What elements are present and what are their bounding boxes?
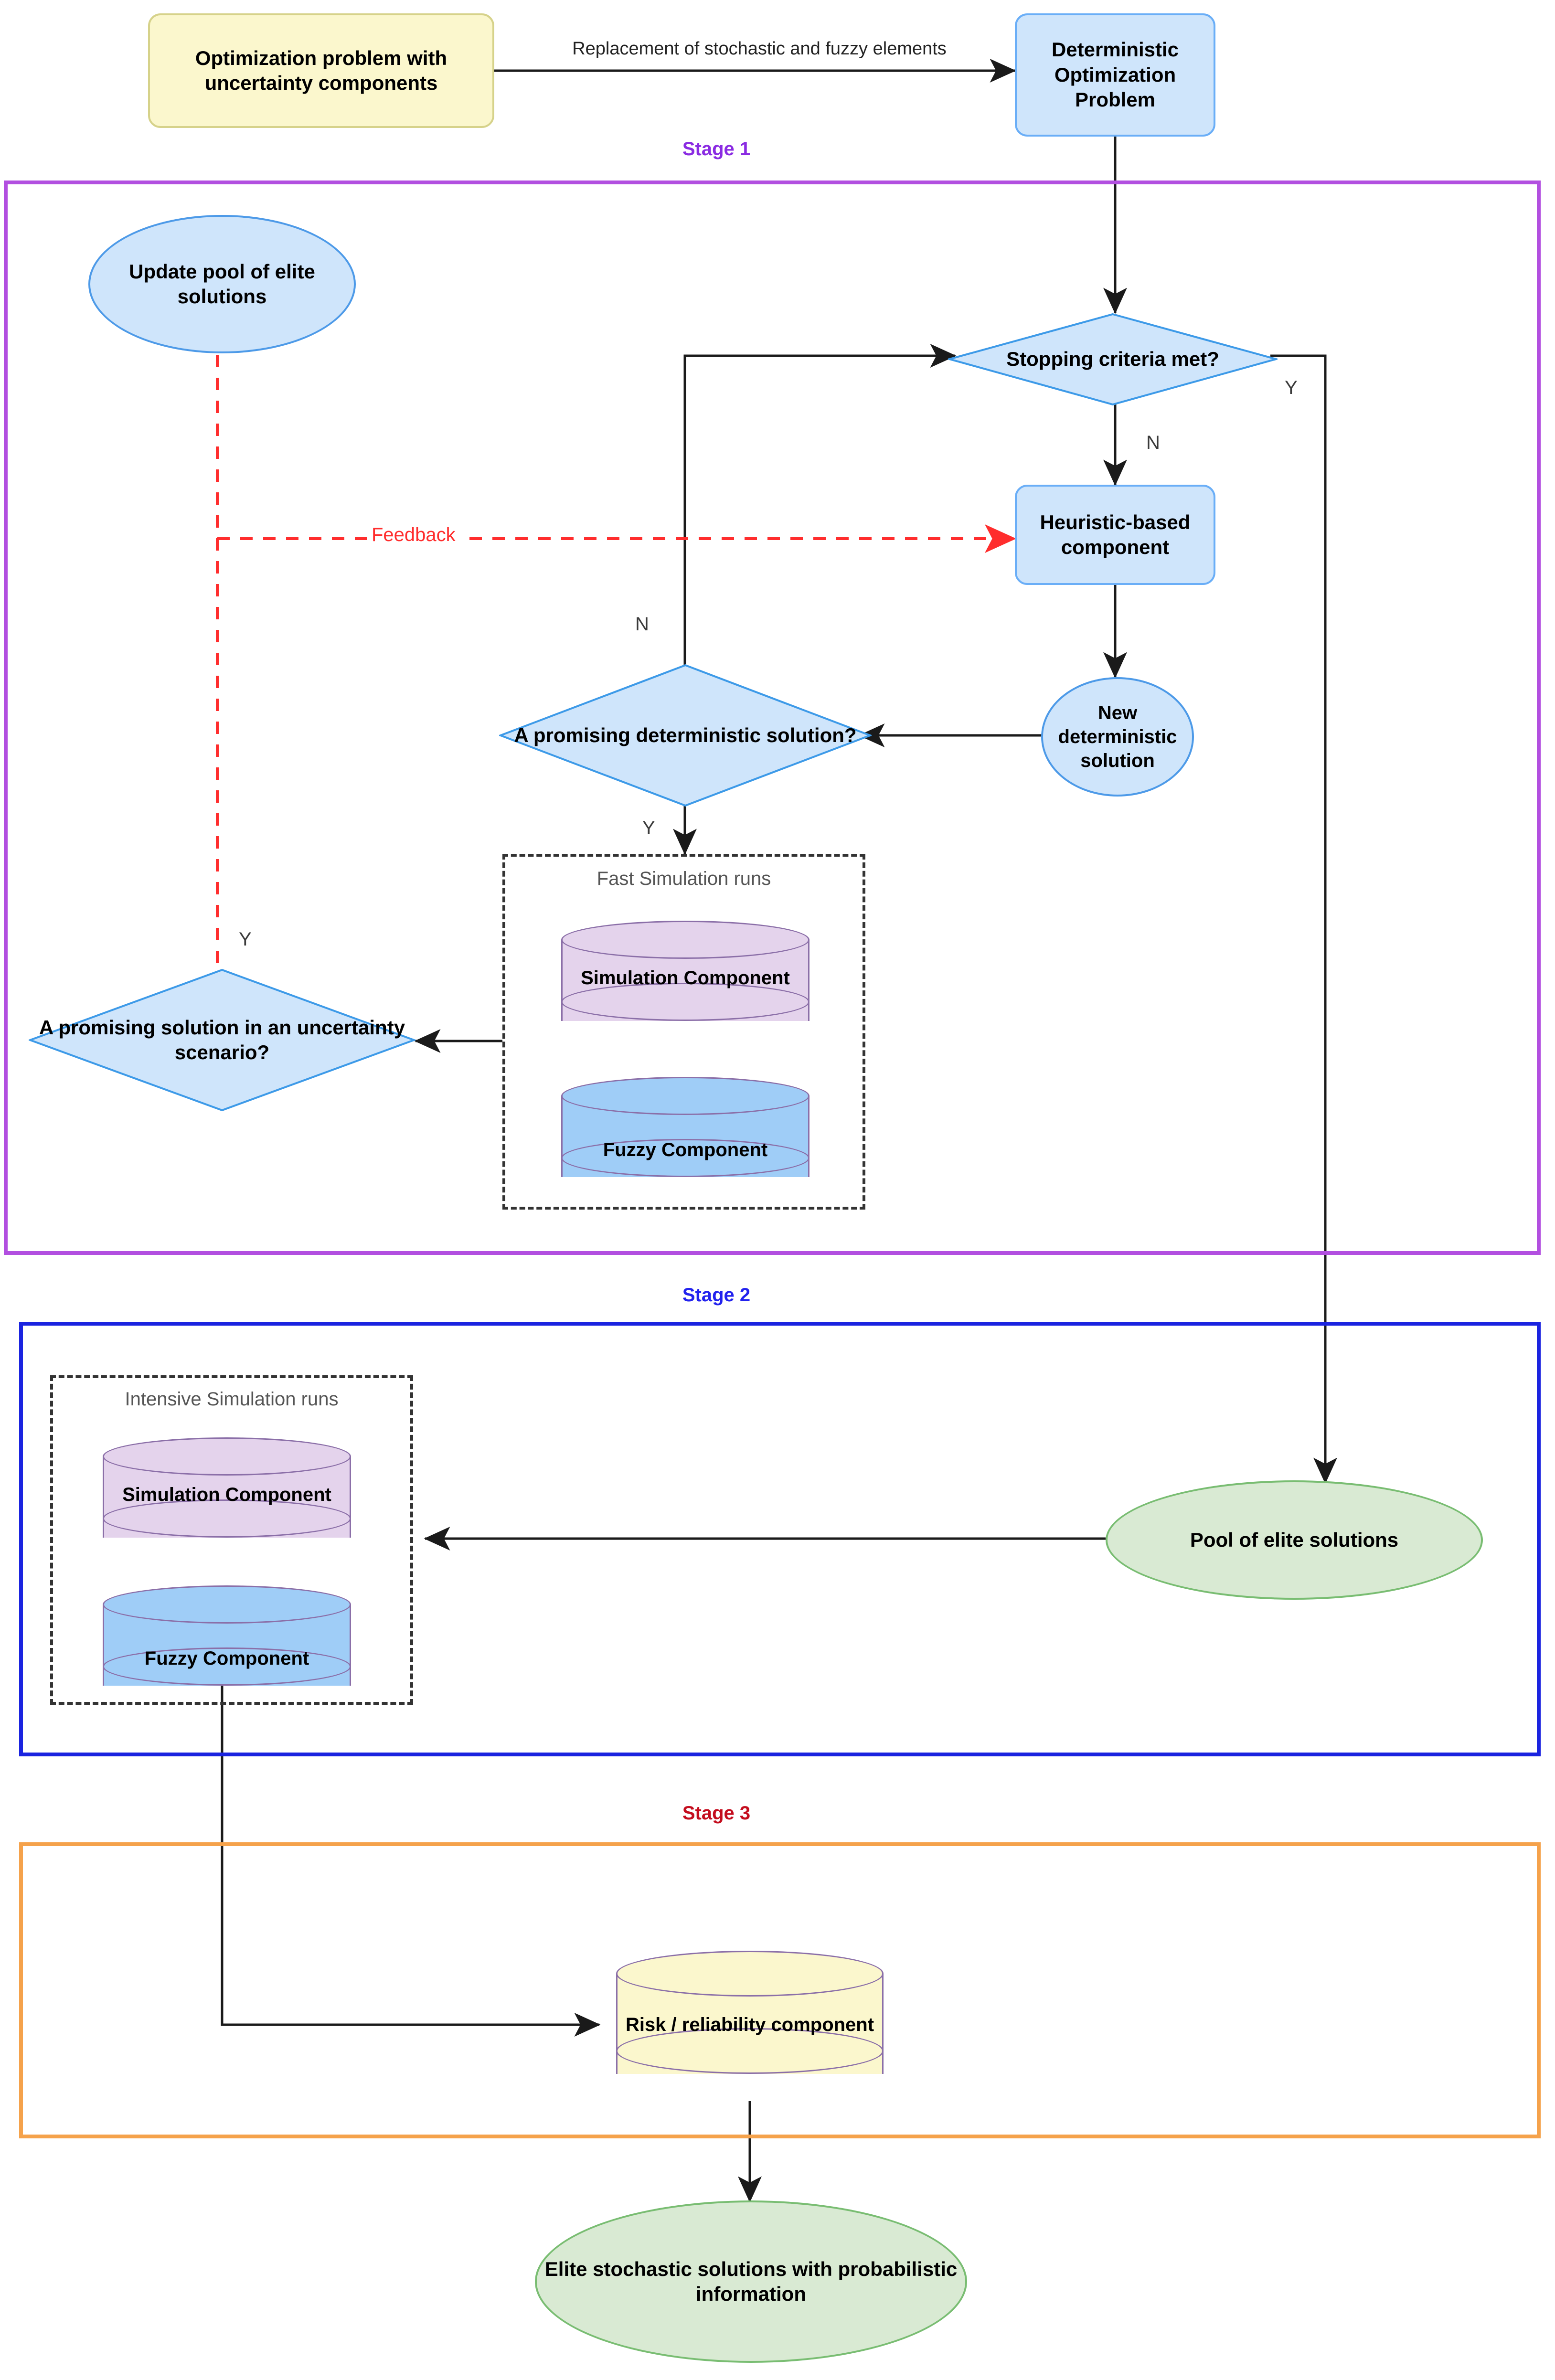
node-intensive-simulation-component[interactable]: Simulation Component <box>103 1437 351 1557</box>
node-stopping-criteria-label: Stopping criteria met? <box>1006 348 1219 371</box>
node-intensive-fuzzy-component[interactable]: Fuzzy Component <box>103 1585 351 1705</box>
risk-cylinder-top <box>616 1951 884 1997</box>
node-heuristic-component[interactable]: Heuristic-based component <box>1015 485 1215 585</box>
intensive-simulation-cylinder-top <box>103 1437 351 1476</box>
edge-label-promisingdet-no: N <box>635 614 649 635</box>
intensive-simulation-cylinder-bottom <box>103 1499 351 1538</box>
node-fast-fuzzy-component[interactable]: Fuzzy Component <box>561 1077 809 1196</box>
node-promising-deterministic[interactable]: A promising deterministic solution? <box>499 664 872 807</box>
group-intensive-simulation-runs-title: Intensive Simulation runs <box>125 1389 339 1410</box>
intensive-fuzzy-cylinder-top <box>103 1585 351 1624</box>
stage-1-frame <box>4 181 1541 1255</box>
node-promising-uncertainty[interactable]: A promising solution in an uncertainty s… <box>29 968 415 1112</box>
edge-label-stopping-yes: Y <box>1285 377 1298 398</box>
node-pool-elite[interactable]: Pool of elite solutions <box>1106 1480 1483 1600</box>
stage-2-label: Stage 2 <box>682 1285 751 1306</box>
node-pool-elite-label: Pool of elite solutions <box>1190 1528 1399 1551</box>
node-fast-simulation-component[interactable]: Simulation Component <box>561 921 809 1040</box>
node-new-solution-label: New deterministic solution <box>1058 702 1177 771</box>
node-update-pool[interactable]: Update pool of elite solutions <box>88 215 356 353</box>
node-intensive-simulation-component-label: Simulation Component <box>122 1484 331 1505</box>
edge-label-stopping-no: N <box>1146 432 1160 453</box>
group-fast-simulation-runs-title: Fast Simulation runs <box>596 868 771 889</box>
node-risk-reliability[interactable]: Risk / reliability component <box>616 1951 884 2096</box>
edge-label-replacement: Replacement of stochastic and fuzzy elem… <box>572 39 947 59</box>
node-deterministic-problem[interactable]: Deterministic Optimization Problem <box>1015 13 1215 137</box>
fast-simulation-cylinder-top <box>561 921 809 959</box>
stage-3-label: Stage 3 <box>682 1803 751 1824</box>
intensive-fuzzy-cylinder-bottom <box>103 1647 351 1686</box>
stage-3-frame <box>19 1842 1541 2138</box>
fast-simulation-cylinder-bottom <box>561 983 809 1021</box>
node-promising-uncertainty-label: A promising solution in an uncertainty s… <box>39 1016 405 1064</box>
edge-label-promisingdet-yes: Y <box>642 818 655 839</box>
node-uncertainty-problem[interactable]: Optimization problem with uncertainty co… <box>148 13 494 128</box>
group-intensive-simulation-runs <box>50 1375 413 1705</box>
node-intensive-fuzzy-component-label: Fuzzy Component <box>144 1648 309 1669</box>
risk-cylinder-bottom <box>616 2028 884 2074</box>
fast-fuzzy-cylinder-bottom <box>561 1139 809 1177</box>
edge-label-promisingunc-yes: Y <box>239 929 252 950</box>
fast-fuzzy-cylinder-top <box>561 1077 809 1115</box>
node-stopping-criteria[interactable]: Stopping criteria met? <box>948 313 1278 406</box>
node-fast-simulation-component-label: Simulation Component <box>581 967 790 988</box>
node-update-pool-label: Update pool of elite solutions <box>129 260 315 308</box>
node-risk-reliability-label: Risk / reliability component <box>625 2014 874 2035</box>
node-promising-deterministic-label: A promising deterministic solution? <box>514 723 857 746</box>
node-fast-fuzzy-component-label: Fuzzy Component <box>603 1139 768 1160</box>
node-elite-stochastic-label: Elite stochastic solutions with probabil… <box>544 2257 958 2306</box>
group-fast-simulation-runs <box>502 854 865 1210</box>
node-elite-stochastic[interactable]: Elite stochastic solutions with probabil… <box>535 2200 967 2363</box>
node-uncertainty-problem-label: Optimization problem with uncertainty co… <box>195 46 447 95</box>
node-new-solution[interactable]: New deterministic solution <box>1041 677 1194 797</box>
edge-label-feedback: Feedback <box>368 524 459 546</box>
stage-1-label: Stage 1 <box>682 138 751 159</box>
node-deterministic-problem-label: Deterministic Optimization Problem <box>1051 38 1179 111</box>
stage-2-frame <box>19 1322 1541 1756</box>
node-heuristic-component-label: Heuristic-based component <box>1040 510 1191 559</box>
